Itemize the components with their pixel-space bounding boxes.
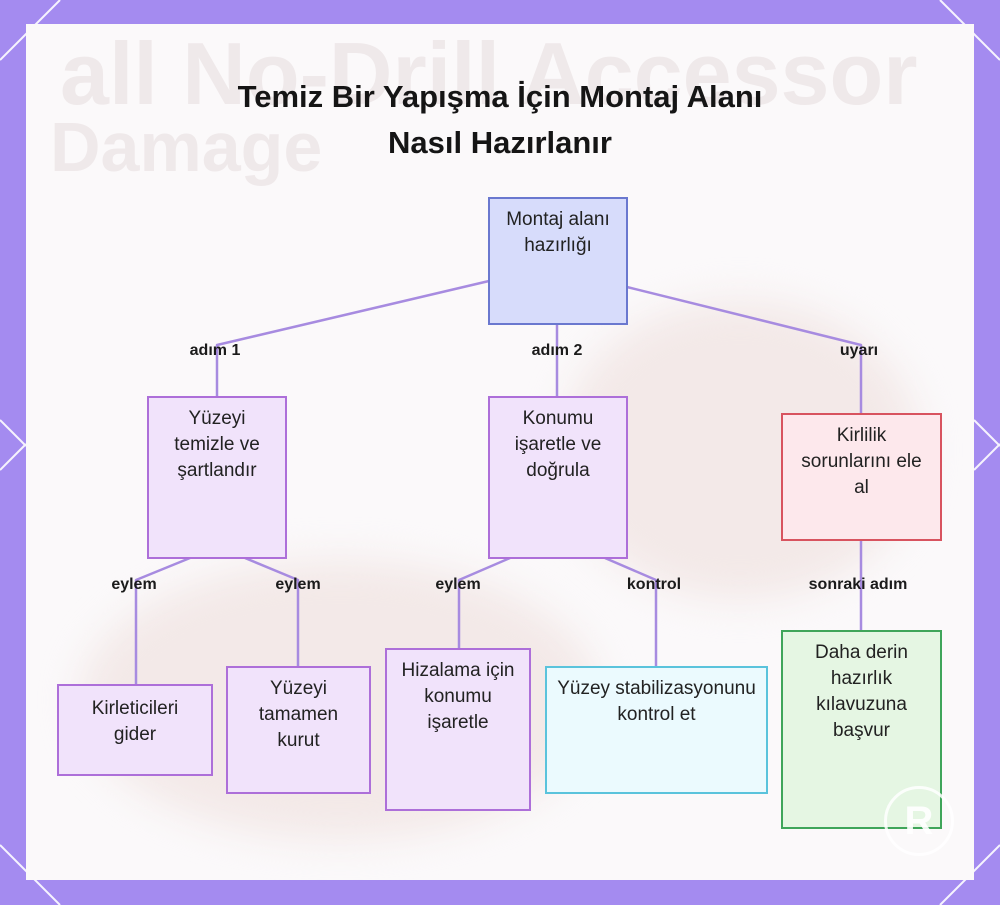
edge-label-warning: uyarı (840, 342, 878, 360)
node-clean-label: Yüzeyi temizle ve şartlandır (159, 406, 275, 484)
edge-label-action-3: eylem (435, 576, 480, 594)
node-mark: Konumu işaretle ve doğrula (488, 396, 628, 559)
node-remove-label: Kirleticileri gider (69, 696, 201, 748)
node-clean: Yüzeyi temizle ve şartlandır (147, 396, 287, 559)
node-dirt-label: Kirlilik sorunlarını ele al (793, 423, 930, 501)
edge-label-check: kontrol (627, 576, 681, 594)
node-guide-label: Daha derin hazırlık kılavuzuna başvur (793, 640, 930, 744)
edge-label-next: sonraki adım (809, 576, 908, 594)
edge-mark-align (459, 558, 510, 649)
edge-label-action-2: eylem (275, 576, 320, 594)
node-stability-label: Yüzey stabilizasyonunu kontrol et (557, 676, 756, 728)
edge-label-step1: adım 1 (190, 342, 241, 360)
edge-clean-dry (245, 558, 298, 667)
node-mark-label: Konumu işaretle ve doğrula (500, 406, 616, 484)
node-dry-label: Yüzeyi tamamen kurut (238, 676, 359, 754)
watermark-letter: R (905, 799, 934, 844)
watermark-logo: R (884, 786, 954, 856)
node-root-label: Montaj alanı hazırlığı (500, 207, 616, 259)
node-align: Hizalama için konumu işaretle (385, 648, 531, 811)
node-align-label: Hizalama için konumu işaretle (397, 658, 519, 736)
node-dry: Yüzeyi tamamen kurut (226, 666, 371, 794)
edge-label-step2: adım 2 (532, 342, 583, 360)
edge-mark-stability (605, 558, 656, 667)
node-stability: Yüzey stabilizasyonunu kontrol et (545, 666, 768, 794)
edge-root-dirt (627, 287, 861, 414)
node-remove: Kirleticileri gider (57, 684, 213, 776)
node-root: Montaj alanı hazırlığı (488, 197, 628, 325)
edge-label-action-1: eylem (111, 576, 156, 594)
edge-root-clean (217, 281, 489, 397)
node-dirt: Kirlilik sorunlarını ele al (781, 413, 942, 541)
